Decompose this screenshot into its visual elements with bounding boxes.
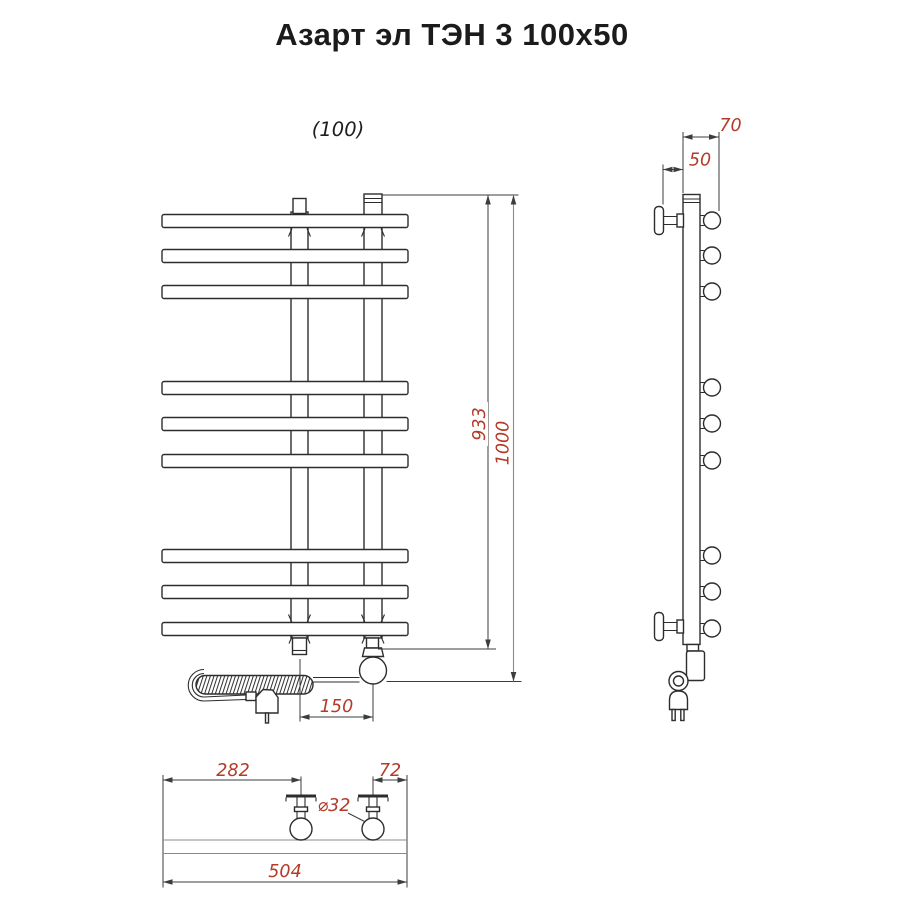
riser-top-thread-lines (364, 197, 382, 204)
heating-element (358, 637, 388, 685)
bracket-flange (358, 794, 388, 798)
bracket-nut (293, 806, 309, 813)
drawing-title: Азарт эл ТЭН 3 100х50 (275, 17, 628, 52)
bar-end-circle (702, 211, 722, 230)
towel-bar (161, 213, 409, 229)
plug-body (255, 688, 279, 714)
bracket-block (676, 213, 685, 228)
bracket-arm (663, 621, 677, 632)
bracket-flange (286, 794, 316, 798)
towel-bar (161, 416, 409, 432)
side-view (653, 193, 722, 722)
bar-end-circle (702, 619, 722, 638)
dim-1000-mask (493, 417, 512, 469)
side-heating-element (668, 643, 706, 722)
bottom-bar-edges (163, 839, 407, 855)
plug-prong (264, 712, 270, 724)
towel-bar (161, 584, 409, 600)
dim-label-150: 150 (320, 697, 353, 717)
towel-bar (161, 284, 409, 300)
dim-label-1000: 1000 (494, 421, 514, 466)
towel-bar (161, 248, 409, 264)
left-riser-bottom-cap (291, 637, 308, 656)
towel-bar (161, 453, 409, 469)
front-view (161, 193, 409, 724)
dim-label-diameter: ⌀32 (318, 796, 351, 816)
flange-ticks (285, 797, 317, 802)
bar-end-circle (702, 582, 722, 601)
riser-section-circle (361, 817, 385, 841)
bracket-arm (663, 215, 677, 226)
dim-label-504: 504 (268, 862, 301, 882)
bar-end-circle (702, 246, 722, 265)
ext-lines-150 (299, 659, 374, 722)
diameter-leader-line (347, 812, 366, 823)
power-plug-side (668, 690, 689, 711)
cord-end-loop (187, 668, 205, 702)
heater-head (358, 656, 388, 685)
heater-neck (365, 637, 380, 649)
dim-label-72: 72 (379, 761, 401, 781)
bar-end-circle (702, 414, 722, 433)
towel-bar (161, 380, 409, 396)
dim-label-282: 282 (216, 761, 249, 781)
bracket-wall-disc (653, 205, 665, 236)
towel-bars (161, 213, 409, 637)
power-cord-coil (195, 674, 314, 695)
wall-bracket-bottom (653, 611, 685, 642)
dim-label-50: 50 (689, 151, 711, 171)
plug-prong (671, 708, 676, 722)
bracket-block (676, 619, 685, 634)
bar-end-circle (702, 546, 722, 565)
left-riser-top-cap (292, 197, 307, 215)
dim-933-mask (470, 402, 488, 446)
heater-body-side (685, 650, 706, 682)
side-dimensions: 70 50 (662, 116, 742, 211)
bracket-wall-disc (653, 611, 665, 642)
weld-flare-ticks (287, 228, 386, 644)
power-cord (187, 668, 360, 724)
power-plug-front (245, 688, 279, 724)
bar-end-circle (702, 451, 722, 470)
bottom-riser-left (285, 776, 317, 841)
towel-bar (161, 621, 409, 637)
heater-neck-side (686, 643, 700, 652)
bottom-view: 282 72 504 ⌀32 (162, 761, 408, 888)
heater-collar (361, 647, 385, 658)
front-width-label: (100) (312, 118, 364, 141)
bar-end-circle (702, 378, 722, 397)
dim-label-933: 933 (470, 407, 490, 440)
cord-loop-inner (672, 675, 685, 687)
dim-label-70: 70 (719, 116, 741, 136)
plug-connector (245, 691, 257, 702)
bar-end-circle (702, 282, 722, 301)
dim-1000-group: 1000 (493, 417, 514, 469)
cord-straight-lines (313, 676, 360, 683)
bottom-riser-right (357, 776, 389, 841)
bottom-dimensions: 282 72 504 ⌀32 (163, 761, 407, 885)
dim-933-group: 933 (470, 402, 490, 446)
side-riser-thread-lines (683, 198, 700, 204)
side-bar-ends (700, 211, 722, 638)
towel-bar (161, 548, 409, 564)
side-riser (682, 193, 701, 646)
bar-end-stubs (700, 214, 705, 635)
riser-section-circle (289, 817, 313, 841)
front-dimensions: 933 1000 150 (299, 194, 522, 722)
wall-bracket-top (653, 205, 685, 236)
flange-ticks (357, 797, 389, 802)
bottom-ext-lines (162, 775, 408, 888)
plug-prong (680, 708, 685, 722)
bracket-nut (365, 806, 381, 813)
cord-to-plug-lines (203, 694, 247, 702)
